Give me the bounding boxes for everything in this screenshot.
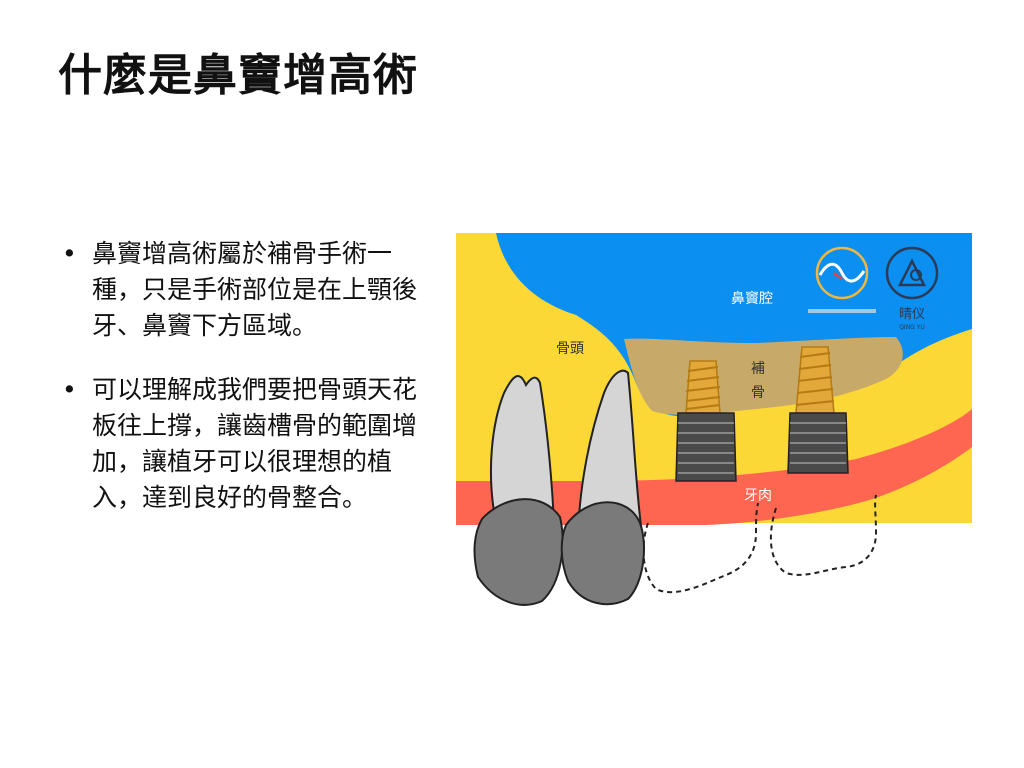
- bullet-item: • 可以理解成我們要把骨頭天花板往上撐，讓齒槽骨的範圍增加，讓植牙可以很理想的植…: [62, 372, 432, 516]
- label-gum: 牙肉: [744, 488, 772, 504]
- sinus-lift-diagram: 鼻竇腔 骨頭 補 骨 牙肉 晴仪 QING YU: [456, 233, 972, 610]
- implant-thread-lines-1: [685, 366, 721, 410]
- bullet-item: • 鼻竇增高術屬於補骨手術一種，只是手術部位是在上顎後牙、鼻竇下方區域。: [62, 236, 432, 344]
- bullet-icon: •: [62, 375, 77, 404]
- implant-2: [787, 346, 849, 474]
- bullet-icon: •: [62, 239, 77, 268]
- tooth-crown-1: [473, 498, 564, 606]
- logo-2-subtext: QING YU: [899, 324, 925, 331]
- tooth-crown-2: [560, 501, 645, 606]
- label-sinus: 鼻竇腔: [731, 290, 773, 307]
- missing-tooth-outline-1: [642, 502, 759, 594]
- implant-base-lines-2: [790, 422, 846, 464]
- wave-logo-icon: [808, 246, 876, 313]
- implant-thread-lines-2: [795, 352, 835, 406]
- bullet-text: 鼻竇增高術屬於補骨手術一種，只是手術部位是在上顎後牙、鼻竇下方區域。: [92, 239, 418, 340]
- label-bone: 骨頭: [556, 341, 584, 357]
- logo-2-text: 晴仪: [899, 307, 925, 322]
- implant-1: [675, 360, 737, 482]
- label-graft-1: 補: [751, 361, 765, 377]
- tooth-root-2: [576, 369, 644, 534]
- q-logo-icon: [885, 246, 939, 300]
- label-graft-2: 骨: [751, 385, 765, 401]
- tooth-root-1: [489, 375, 556, 524]
- bullet-list: • 鼻竇增高術屬於補骨手術一種，只是手術部位是在上顎後牙、鼻竇下方區域。 • 可…: [62, 236, 432, 544]
- diagram-svg: 鼻竇腔 骨頭 補 骨 牙肉 晴仪 QING YU: [456, 233, 972, 610]
- implant-base-lines-1: [678, 422, 734, 474]
- bullet-text: 可以理解成我們要把骨頭天花板往上撐，讓齒槽骨的範圍增加，讓植牙可以很理想的植入，…: [92, 375, 418, 512]
- missing-tooth-outline-2: [769, 494, 878, 576]
- page-title: 什麼是鼻竇增高術: [58, 50, 418, 101]
